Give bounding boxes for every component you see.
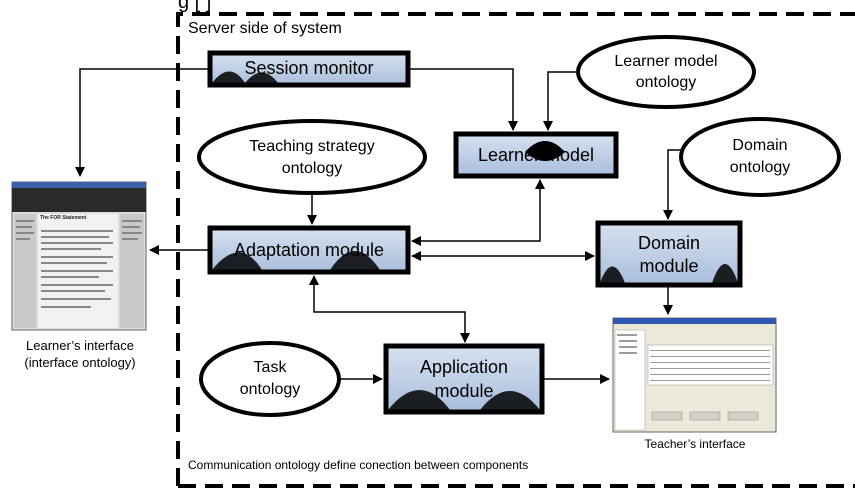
domain-module-box: [595, 220, 743, 288]
teaching-strategy-ontology-line2: ontology: [281, 160, 343, 177]
learner-screenshot-title: The FOR Statement: [40, 215, 87, 221]
connectors: [75, 68, 681, 384]
learner-model-ontology-line2: ontology: [635, 74, 697, 91]
teacher-interface-screenshot: [612, 317, 777, 433]
domain-module-label-line2: module: [639, 256, 699, 276]
footer-note: Communication ontology define conection …: [188, 458, 529, 472]
learner-interface-caption-line2: (interface ontology): [24, 355, 136, 370]
domain-ontology-oval: [679, 117, 841, 197]
server-side-label: Server side of system: [188, 20, 342, 37]
learner-interface-screenshot: [11, 181, 147, 331]
teaching-strategy-ontology-line1: Teaching strategy: [249, 138, 375, 155]
domain-ontology-line2: ontology: [729, 159, 791, 176]
domain-module-label-line1: Domain: [637, 233, 701, 253]
teaching-strategy-ontology-oval: [197, 119, 427, 195]
application-module-label-line1: Application: [419, 357, 509, 377]
application-module-label-line2: module: [434, 381, 494, 401]
arrow-lmontology-to-learner-model: [543, 71, 578, 131]
heading-fragment: g [ ]: [178, 0, 212, 13]
learner-model-ontology-line1: Learner model: [614, 53, 718, 70]
learner-interface-caption-line1: Learner’s interface: [26, 338, 134, 353]
session-monitor-label: Session monitor: [244, 58, 374, 78]
arrow-session-to-learner-ui: [75, 68, 210, 177]
adaptation-module-label: Adaptation module: [233, 240, 385, 260]
arrow-session-to-learner-model: [408, 68, 518, 131]
teacher-interface-caption: Teacher’s interface: [644, 437, 746, 451]
task-ontology-oval: [199, 341, 341, 417]
learner-model-ontology-oval: [576, 35, 756, 109]
task-ontology-line2: ontology: [239, 381, 301, 398]
arrow-adaptation-learner-model: [411, 179, 545, 246]
arrow-adaptation-application: [309, 275, 470, 343]
learner-model-label: Learner model: [477, 145, 595, 165]
arrow-domainontology-to-domain: [663, 149, 681, 220]
task-ontology-line1: Task: [253, 359, 287, 376]
domain-ontology-line1: Domain: [732, 137, 788, 154]
learner-model-box: [453, 131, 619, 179]
application-module-box: [383, 343, 545, 415]
server-side-boundary: [176, 12, 855, 486]
